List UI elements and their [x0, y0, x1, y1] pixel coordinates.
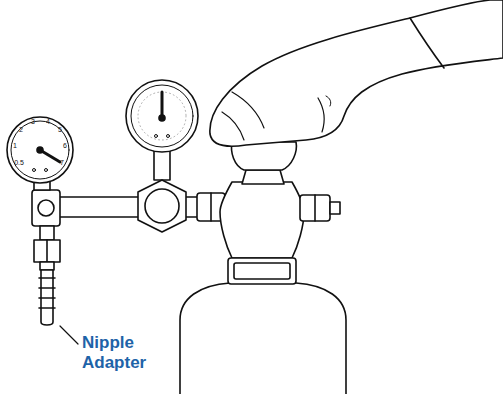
relief-plug — [330, 202, 340, 214]
gauge-stem — [154, 150, 170, 180]
pressure-gauge — [7, 117, 73, 183]
fitting-collar — [40, 262, 54, 270]
cylinder-collar — [228, 258, 296, 284]
nut-edge — [46, 240, 48, 262]
tee-block — [32, 190, 60, 226]
pipe — [55, 197, 215, 217]
gauge-number: 2 — [19, 126, 23, 133]
gauge-needle — [161, 92, 164, 118]
finger-line — [232, 92, 264, 128]
gas-cylinder — [180, 283, 346, 394]
needle-pivot — [37, 147, 43, 153]
gauge-screw — [167, 135, 170, 138]
tee-port — [38, 200, 54, 216]
gauge-screw — [45, 169, 48, 172]
hex-nut — [138, 180, 186, 232]
fitting-nut — [34, 240, 60, 262]
gauge-rim — [131, 85, 193, 147]
fitting-neck — [40, 226, 54, 240]
gauge-number: 3 — [31, 118, 35, 125]
nut-face — [145, 189, 179, 223]
gauge-number: 4 — [46, 118, 50, 125]
nut-edge — [314, 195, 316, 221]
gauge-number: 5 — [58, 126, 62, 133]
gauge-screw — [33, 169, 36, 172]
part-label: Nipple Adapter — [82, 333, 162, 374]
nut-edge — [210, 193, 212, 221]
valve-body — [220, 182, 304, 258]
gauge-number: 7 — [60, 159, 64, 166]
hand — [210, 0, 503, 146]
finger-line — [222, 112, 244, 140]
needle-pivot — [159, 115, 165, 121]
thumb-line — [318, 98, 324, 132]
knuckle-line — [326, 96, 331, 106]
gauge-number: 1 — [13, 142, 17, 149]
knob-neck — [242, 170, 284, 184]
sleeve-cuff — [410, 18, 444, 68]
pressure-gauge — [126, 80, 198, 152]
gauge-screw — [155, 135, 158, 138]
collar-window — [234, 263, 290, 279]
nipple-ridges — [39, 278, 55, 308]
gauge-number: 0.5 — [14, 159, 24, 166]
leader-line — [60, 326, 78, 344]
gauge-scale — [138, 92, 186, 140]
gauge-number: 6 — [63, 142, 67, 149]
outlet-nut — [300, 195, 330, 221]
gauge-rim — [11, 121, 69, 179]
